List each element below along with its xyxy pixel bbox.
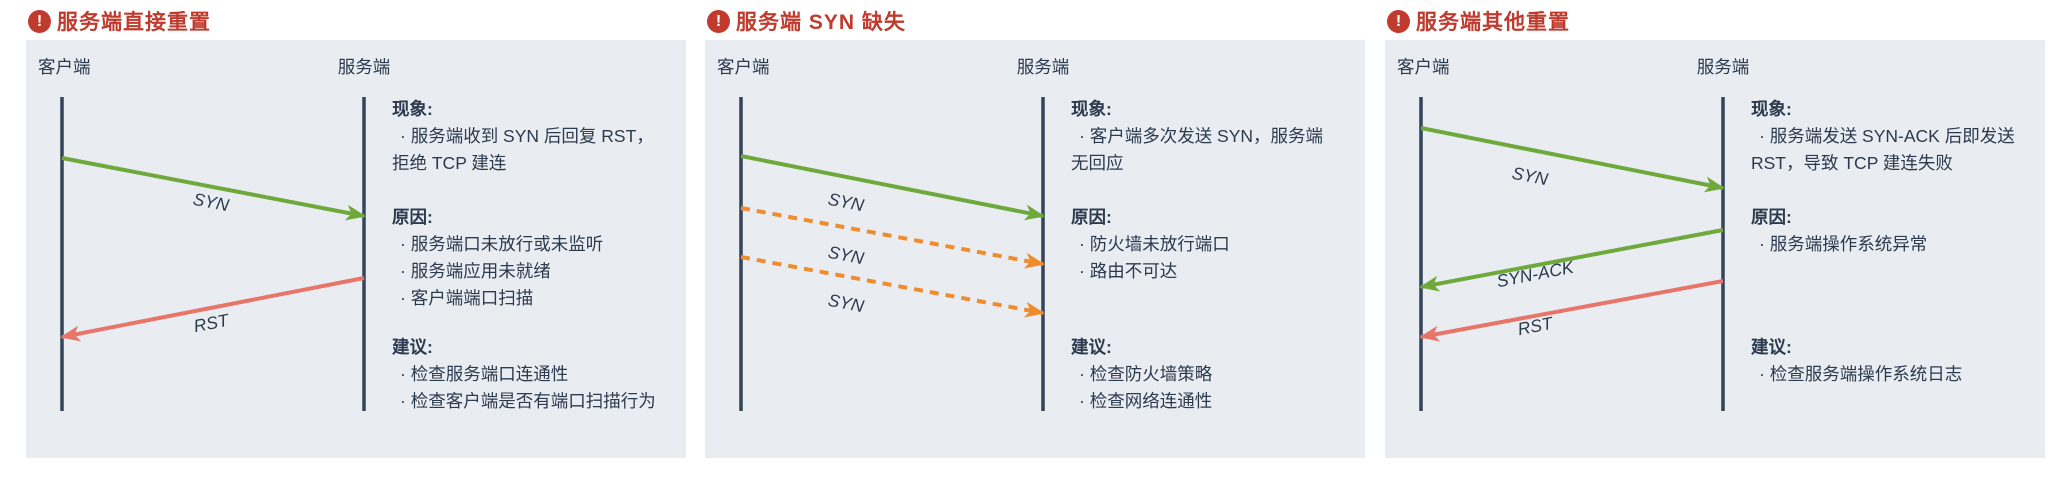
phenomenon-section: 现象: · 服务端发送 SYN-ACK 后即发送 RST，导致 TCP 建连失败 (1751, 96, 2051, 177)
syn-retry-arrow-label: SYN (826, 242, 865, 269)
cause-bullet: · 防火墙未放行端口 (1079, 234, 1230, 254)
suggestion-section: 建议: · 检查防火墙策略 · 检查网络连通性 (1071, 334, 1371, 415)
sequence-diagram: 客户端 服务端 SYN SYN SYN 现象: · 客户端多次发送 SYN，服务… (705, 40, 1365, 458)
phenomenon-bullet: · 客户端多次发送 SYN，服务端 无回应 (1071, 126, 1324, 173)
panel-title-text: 服务端 SYN 缺失 (736, 11, 906, 34)
syn-ack-arrow (1419, 228, 1724, 292)
syn-retry-arrow (740, 206, 1045, 269)
phenomenon-section: 现象: · 客户端多次发送 SYN，服务端 无回应 (1071, 96, 1371, 177)
syn-arrow-label: SYN (191, 189, 230, 216)
suggestion-heading: 建议: (392, 337, 433, 357)
cause-heading: 原因: (1071, 207, 1112, 227)
alert-icon: ! (1387, 9, 1410, 33)
panel-title: ! 服务端直接重置 (28, 6, 211, 36)
panel-title: ! 服务端 SYN 缺失 (707, 6, 906, 36)
syn-arrow (61, 156, 366, 221)
syn-retry-arrow-label: SYN (826, 290, 865, 317)
rst-arrow-label: RST (192, 310, 231, 337)
cause-bullet: · 服务端口未放行或未监听 (400, 234, 604, 254)
syn-arrow-label: SYN (826, 189, 865, 216)
rst-arrow (60, 276, 365, 342)
panel-title-text: 服务端其他重置 (1416, 11, 1570, 34)
client-label: 客户端 (38, 57, 91, 77)
rst-arrow (1419, 279, 1724, 342)
alert-icon: ! (28, 9, 51, 33)
cause-heading: 原因: (392, 207, 433, 227)
suggestion-bullet: · 检查防火墙策略 (1079, 364, 1213, 384)
sequence-diagram: 客户端 服务端 SYN SYN-ACK RST 现象: · 服务端发送 SYN-… (1385, 40, 2045, 458)
cause-bullet: · 服务端应用未就绪 (400, 261, 551, 281)
panel-title: ! 服务端其他重置 (1387, 6, 1570, 36)
client-label: 客户端 (1397, 57, 1450, 77)
suggestion-bullet: · 检查网络连通性 (1079, 391, 1213, 411)
suggestion-section: 建议: · 检查服务端口连通性 · 检查客户端是否有端口扫描行为 (392, 334, 692, 415)
server-label: 服务端 (337, 57, 391, 77)
panel-server-direct-reset: ! 服务端直接重置 客户端 服务端 SYN RST 现象: · 服务端收到 SY… (26, 0, 686, 483)
panel-server-syn-missing: ! 服务端 SYN 缺失 客户端 服务端 SYN SYN SYN 现象: · 客… (705, 0, 1365, 483)
phenomenon-heading: 现象: (392, 99, 433, 119)
syn-ack-arrow-label: SYN-ACK (1495, 257, 1576, 292)
cause-section: 原因: · 服务端口未放行或未监听 · 服务端应用未就绪 · 客户端端口扫描 (392, 204, 692, 312)
panel-title-text: 服务端直接重置 (57, 11, 211, 34)
panel-server-other-reset: ! 服务端其他重置 客户端 服务端 SYN SYN-ACK RST 现象: · … (1385, 0, 2045, 483)
suggestion-bullet: · 检查服务端口连通性 (400, 364, 569, 384)
sequence-canvas: SYN SYN SYN (739, 97, 1045, 411)
sequence-canvas: SYN RST (60, 97, 366, 411)
phenomenon-bullet: · 服务端发送 SYN-ACK 后即发送 RST，导致 TCP 建连失败 (1751, 126, 2015, 173)
phenomenon-heading: 现象: (1071, 99, 1112, 119)
cause-bullet: · 服务端操作系统异常 (1759, 234, 1928, 254)
suggestion-heading: 建议: (1071, 337, 1112, 357)
syn-retry-arrow (740, 255, 1045, 318)
suggestion-heading: 建议: (1751, 337, 1792, 357)
cause-heading: 原因: (1751, 207, 1792, 227)
phenomenon-heading: 现象: (1751, 99, 1792, 119)
sequence-canvas: SYN SYN-ACK RST (1419, 97, 1725, 411)
client-label: 客户端 (717, 57, 770, 77)
suggestion-bullet: · 检查客户端是否有端口扫描行为 (400, 391, 656, 411)
cause-bullet: · 路由不可达 (1079, 261, 1178, 281)
cause-bullet: · 客户端端口扫描 (400, 288, 534, 308)
suggestion-bullet: · 检查服务端操作系统日志 (1759, 364, 1963, 384)
server-label: 服务端 (1696, 57, 1750, 77)
cause-section: 原因: · 防火墙未放行端口 · 路由不可达 (1071, 204, 1371, 285)
server-label: 服务端 (1016, 57, 1070, 77)
cause-section: 原因: · 服务端操作系统异常 (1751, 204, 2051, 258)
syn-arrow (1420, 126, 1725, 193)
syn-arrow (740, 154, 1045, 221)
syn-arrow-label: SYN (1510, 163, 1549, 190)
suggestion-section: 建议: · 检查服务端操作系统日志 (1751, 334, 2051, 388)
alert-icon: ! (707, 9, 730, 33)
sequence-diagram: 客户端 服务端 SYN RST 现象: · 服务端收到 SYN 后回复 RST，… (26, 40, 686, 458)
phenomenon-section: 现象: · 服务端收到 SYN 后回复 RST， 拒绝 TCP 建连 (392, 96, 692, 177)
phenomenon-bullet: · 服务端收到 SYN 后回复 RST， 拒绝 TCP 建连 (392, 126, 654, 173)
